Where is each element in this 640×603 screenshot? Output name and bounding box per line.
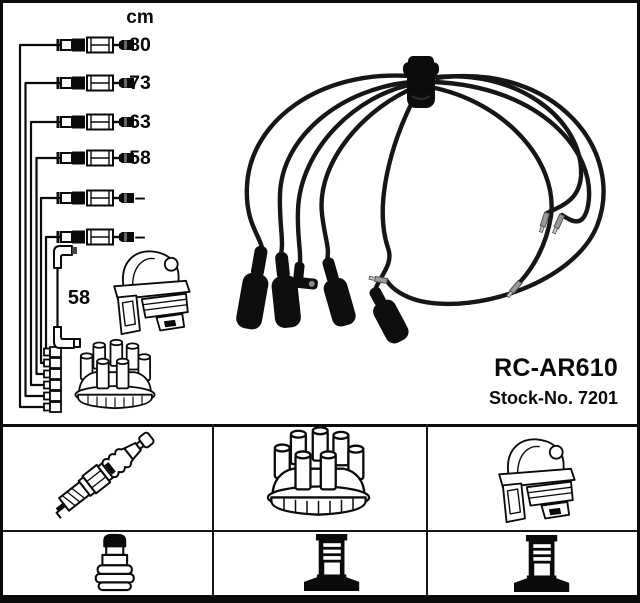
distributor-cap-icon <box>266 427 371 516</box>
spark-plug-boots <box>236 245 409 344</box>
spark-plug-icon <box>47 427 159 521</box>
cable-connector-icons <box>55 36 135 246</box>
unit-header: cm <box>126 7 154 28</box>
legend-cell-distributor-cap <box>266 427 371 516</box>
ignition-coil-icon <box>113 250 191 336</box>
cable-length-label: – <box>134 226 146 248</box>
frame-top <box>0 0 640 3</box>
cable-length-label: 80 <box>129 34 151 56</box>
distributor-cap-icon <box>74 338 156 410</box>
cable-length-label: 73 <box>129 72 151 94</box>
din-terminal-icon <box>514 535 570 593</box>
coil-wire-diagram <box>53 245 81 349</box>
cable-length-label: 63 <box>129 111 151 133</box>
cable-length-label: 58 <box>129 147 151 169</box>
wire-grommet <box>403 56 439 108</box>
frame-bottom <box>0 595 640 603</box>
wire-terminal-ends <box>368 211 565 299</box>
part-number: RC-AR610 <box>494 354 618 382</box>
legend-cell-din-terminal <box>304 534 360 592</box>
frame-right <box>637 0 640 603</box>
legend-cell-spark-plug <box>47 427 159 521</box>
distributor-stub-connectors <box>43 346 62 413</box>
wiring-diagram <box>18 36 606 413</box>
wire-set-photo <box>236 56 606 344</box>
sae-terminal-icon <box>94 533 135 592</box>
ignition-coil-icon <box>498 438 576 524</box>
legend-vertical-divider <box>426 424 428 595</box>
legend-horizontal-divider <box>0 530 640 532</box>
stock-number: Stock-No. 7201 <box>488 388 618 408</box>
legend-cell-ignition-coil <box>498 438 576 524</box>
frame-left <box>0 0 3 603</box>
legend-cell-din-terminal <box>514 535 570 593</box>
legend-top-border <box>0 424 640 427</box>
din-terminal-icon <box>304 534 360 592</box>
cable-length-label: – <box>134 187 146 209</box>
legend-cell-sae-terminal <box>94 533 135 592</box>
legend-vertical-divider <box>212 424 214 595</box>
cable-routing-lines <box>18 43 62 409</box>
coil-wire-length-label: 58 <box>67 287 91 309</box>
